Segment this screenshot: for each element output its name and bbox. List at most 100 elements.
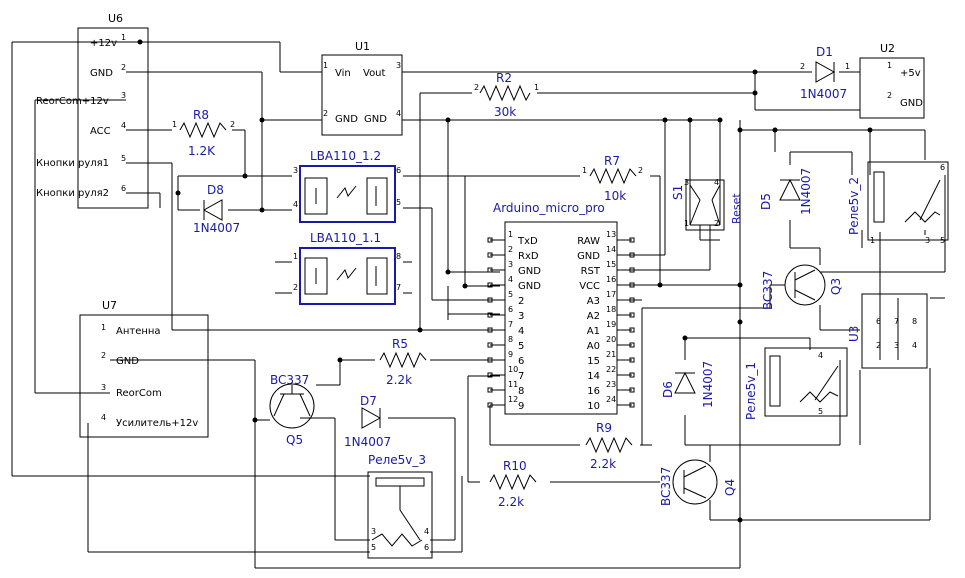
svg-text:2: 2	[714, 219, 719, 228]
d7-ref: D7	[360, 394, 377, 408]
arduino-left-pin-label: TxD	[517, 236, 538, 247]
svg-text:3: 3	[894, 341, 899, 350]
arduino-right-pin-num: 17	[606, 290, 616, 299]
svg-text:2: 2	[876, 341, 881, 350]
arduino-right-pin-num: 18	[606, 305, 616, 314]
u6-pin2: GND	[90, 68, 113, 79]
arduino-ref: Arduino_micro_pro	[493, 201, 605, 215]
svg-text:1: 1	[101, 323, 106, 332]
svg-text:2: 2	[800, 62, 805, 71]
arduino-right-pin-num: 23	[606, 380, 616, 389]
svg-text:8: 8	[912, 317, 917, 326]
arduino-right-pin-label: RAW	[577, 236, 600, 247]
svg-text:3: 3	[925, 236, 930, 245]
s1-ref: S1	[671, 185, 685, 200]
arduino-left-pin-label: RxD	[518, 251, 539, 262]
r10-val: 2.2k	[498, 495, 524, 509]
arduino-right-pin-num: 22	[606, 365, 616, 374]
svg-text:5: 5	[940, 236, 945, 245]
svg-text:2: 2	[293, 283, 298, 292]
d6-diode: D6 1N4007	[661, 361, 715, 408]
svg-text:4: 4	[714, 178, 719, 187]
u1-vout: Vout	[363, 68, 386, 79]
arduino-left-pin-label: GND	[518, 266, 541, 277]
r5-resistor: R5 2.2k	[379, 337, 427, 387]
arduino-left-pin-num: 3	[508, 260, 513, 269]
q3-ref: Q3	[829, 278, 843, 295]
u7-pin4: Усилитель+12v	[116, 418, 198, 429]
svg-text:2: 2	[474, 83, 479, 92]
d1-ref: D1	[816, 45, 833, 59]
arduino-right-pin-label: A0	[587, 341, 600, 352]
svg-text:1: 1	[534, 83, 539, 92]
arduino-right-pin-label: A2	[587, 311, 600, 322]
arduino-left-pin-num: 10	[508, 365, 518, 374]
arduino-right-pin-num: 13	[606, 230, 616, 239]
r5-ref: R5	[392, 337, 408, 351]
s1-label: Reset	[730, 193, 743, 224]
r2-val: 30k	[494, 105, 516, 119]
u2-connector: U2 +5v GND 12	[859, 42, 925, 119]
u2-pin1: +5v	[900, 68, 921, 79]
svg-text:1: 1	[323, 61, 328, 70]
rel2-ref: Реле5v_2	[847, 177, 861, 235]
lba12-ref: LBA110_1.2	[310, 149, 381, 163]
u7-pin3: ReorCom	[116, 388, 162, 399]
arduino-left-pin-num: 12	[508, 395, 518, 404]
d6-val: 1N4007	[701, 361, 715, 408]
svg-text:6: 6	[396, 166, 401, 175]
arduino-left-pin-label: 2	[518, 296, 524, 307]
lba11-ref: LBA110_1.1	[310, 231, 381, 245]
d5-val: 1N4007	[799, 168, 813, 215]
r7-ref: R7	[604, 154, 620, 168]
arduino-right-pin-num: 16	[606, 275, 616, 284]
arduino-right-pin-label: A3	[587, 296, 600, 307]
q5-transistor: BC337 Q5	[269, 373, 315, 447]
svg-text:2: 2	[230, 120, 235, 129]
r8-ref: R8	[193, 108, 209, 122]
svg-text:2: 2	[323, 109, 328, 118]
svg-text:1: 1	[172, 120, 177, 129]
r5-val: 2.2k	[386, 373, 412, 387]
svg-text:1: 1	[845, 62, 850, 71]
u7-pin2: GND	[116, 356, 139, 367]
svg-text:3: 3	[101, 383, 106, 392]
svg-text:4: 4	[101, 413, 106, 422]
svg-text:3: 3	[121, 91, 126, 100]
u1-ref: U1	[355, 40, 370, 53]
d6-ref: D6	[661, 381, 675, 398]
q4-transistor: BC337 Q4	[659, 459, 737, 506]
arduino-right-pin-num: 14	[606, 245, 616, 254]
arduino-right-pin-label: 14	[587, 371, 600, 382]
u6-ref: U6	[108, 12, 123, 25]
d1-val: 1N4007	[800, 87, 847, 101]
u6-pin6: Кнопки руля2	[36, 188, 109, 199]
arduino-micro-pro: Arduino_micro_pro 1TxD13RAW2RxD14GND3GND…	[487, 201, 635, 415]
svg-text:1: 1	[887, 61, 892, 70]
arduino-right-pin-label: 15	[587, 356, 600, 367]
q3-type: BC337	[761, 271, 775, 310]
lba110-11-relay: LBA110_1.1 12 87	[293, 231, 401, 305]
arduino-right-pin-num: 15	[606, 260, 616, 269]
arduino-right-pin-num: 21	[606, 350, 616, 359]
r9-resistor: R9 2.2k	[585, 421, 633, 471]
arduino-right-pin-label: RST	[581, 266, 601, 277]
arduino-left-pin-label: 6	[518, 356, 524, 367]
arduino-left-pin-num: 7	[508, 320, 513, 329]
r2-ref: R2	[496, 71, 512, 85]
q5-type: BC337	[270, 373, 309, 387]
svg-text:3: 3	[684, 178, 689, 187]
arduino-left-pin-label: 8	[518, 386, 524, 397]
svg-text:1: 1	[121, 33, 126, 42]
u1-vin: Vin	[335, 68, 351, 79]
arduino-left-pin-num: 11	[508, 380, 518, 389]
lba110-12-relay: LBA110_1.2 34 65	[293, 149, 401, 223]
r7-val: 10k	[604, 189, 626, 203]
arduino-left-pin-label: 7	[518, 371, 524, 382]
svg-text:5: 5	[396, 198, 401, 207]
d5-diode: D5 1N4007	[759, 168, 813, 215]
